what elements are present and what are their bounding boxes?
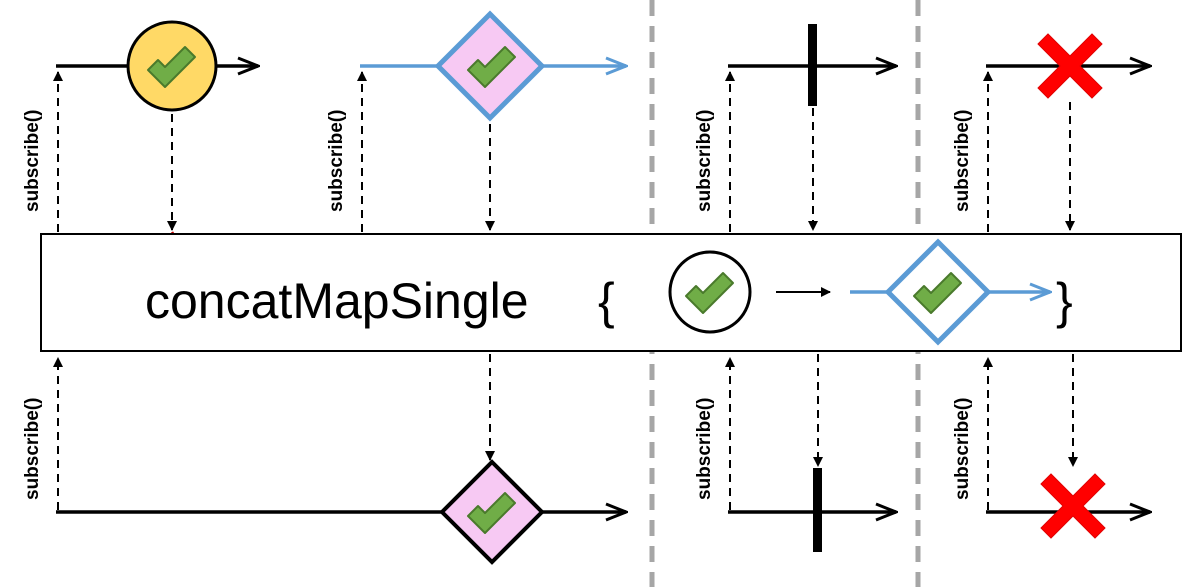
operator-close-brace: }	[1056, 273, 1073, 329]
completion-bar-icon	[813, 468, 822, 552]
operator-name: concatMapSingle	[145, 273, 529, 329]
subscribe-label: subscribe()	[22, 110, 43, 212]
operator-success-item	[668, 250, 752, 334]
operator-open-brace: {	[598, 273, 615, 329]
completion-bar-icon	[808, 24, 817, 106]
subscribe-label: subscribe()	[952, 110, 973, 212]
upstream-success-item	[126, 20, 218, 112]
subscribe-label: subscribe()	[952, 398, 973, 500]
inner-success-item	[434, 10, 546, 122]
operator-box: concatMapSingle { }	[40, 233, 1182, 352]
subscribe-label: subscribe()	[694, 110, 715, 212]
downstream-success-item	[439, 459, 545, 565]
subscribe-label: subscribe()	[694, 398, 715, 500]
subscribe-label: subscribe()	[22, 398, 43, 500]
error-x-icon	[1040, 473, 1106, 539]
subscribe-label: subscribe()	[326, 110, 347, 212]
operator-inner-item	[884, 238, 992, 346]
